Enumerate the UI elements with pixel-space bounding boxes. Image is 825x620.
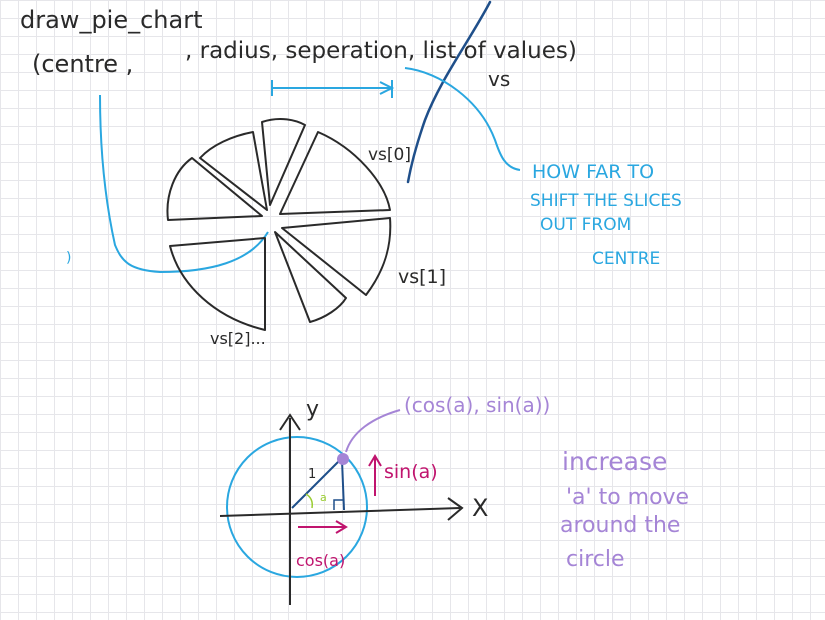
pie-slice-top [261,117,306,206]
pie-slice-bottom-right [281,217,392,296]
increase-note-line1: increase [562,447,667,476]
right-angle-marker [333,499,344,510]
circle-point [337,453,349,465]
sin-side [341,459,345,511]
pie-slice-top-left [199,131,268,211]
vs0-label: vs[0] [368,145,411,165]
exploded-pie-sketch [166,117,392,331]
x-axis-label: X [472,494,488,522]
stray-mark: ) [66,250,71,266]
point-leader-line [345,409,401,453]
vs-pointer-line [406,0,492,184]
pie-slice-bottom-left [169,237,266,331]
cos-label: cos(a) [296,551,345,570]
vs2-label: vs[2]... [210,329,266,348]
point-label: (cos(a), sin(a)) [404,393,550,417]
shift-note-line4: CENTRE [592,249,660,269]
x-axis-arrowhead [447,497,464,521]
angle-label: a [320,491,327,504]
function-name: draw_pie_chart [20,6,203,34]
shift-note-line1: HOW FAR TO [532,161,654,183]
sin-label: sin(a) [384,461,438,483]
centre-leader-line [99,94,269,274]
vs1-label: vs[1] [398,266,446,288]
increase-note-line4: circle [566,547,625,572]
unit-circle [226,436,368,578]
radius-line [291,457,343,509]
param-rest: , radius, seperation, list of values) [185,38,577,64]
shift-note-line3: OUT FROM [540,215,631,235]
increase-note-line2: 'a' to move [566,485,689,510]
separation-arrow-head [379,81,395,95]
radius-label: 1 [308,467,316,482]
pie-slice-left [166,157,263,221]
separation-leader-line [404,67,521,171]
y-axis-label: y [306,397,319,422]
y-axis-arrowhead [279,413,301,431]
pie-slice-top-right [279,131,391,215]
param-centre: (centre , [32,50,133,78]
cos-arrowhead [335,520,348,534]
increase-note-line3: around the [560,513,680,538]
unit-circle-diagram: y X 1 a (cos(a), sin(a)) sin(a) cos(a) [219,393,550,605]
angle-arc [305,493,313,509]
pie-slice-bottom [274,231,347,323]
vs-label: vs [488,67,510,91]
sin-arrowhead [368,454,382,467]
shift-note-line2: SHIFT THE SLICES [530,191,682,211]
x-axis [219,507,461,517]
